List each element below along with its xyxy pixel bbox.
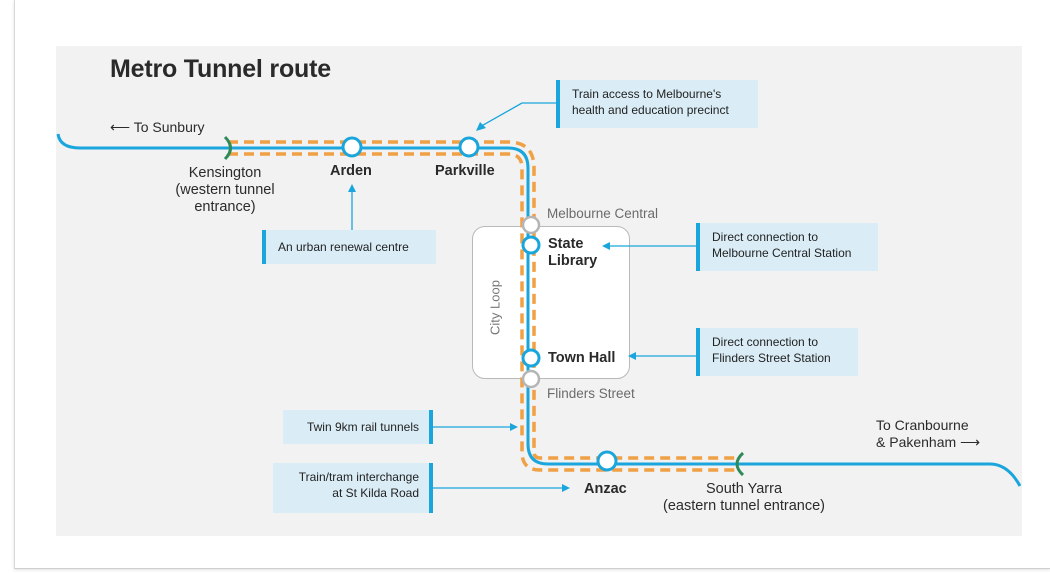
callout-town-hall-line1: Direct connection to [712,335,819,349]
to-cranbourne-line1: To Cranbourne [876,417,969,433]
callout-anzac: Train/tram interchange at St Kilda Road [273,463,433,513]
south-yarra-label: South Yarra (eastern tunnel entrance) [646,481,842,515]
arrow-town-hall [628,352,636,360]
tunnel-line-outer [228,140,740,460]
callout-town-hall: Direct connection to Flinders Street Sta… [696,328,858,376]
anzac-station-marker [596,450,618,472]
melbourne-central-station-marker [521,215,541,235]
state-library-line2: Library [548,253,598,269]
melbourne-central-label: Melbourne Central [547,206,659,221]
parkville-station-marker [458,136,480,158]
arrow-anzac [562,484,570,492]
south-yarra-name: South Yarra [705,481,783,497]
callout-arden-text: An urban renewal centre [278,240,409,254]
arrow-tunnels [510,423,518,431]
state-library-station-marker [521,235,541,255]
kensington-label: Kensington (western tunnel entrance) [160,165,290,216]
callout-town-hall-line2: Flinders Street Station [712,351,831,365]
state-library-label: State Library [548,236,597,270]
callout-arden: An urban renewal centre [262,230,436,264]
kensington-note-1: (western tunnel [175,182,275,198]
callout-tunnels-text: Twin 9km rail tunnels [306,420,419,434]
east-portal [735,451,745,477]
city-loop-box [472,226,630,379]
state-library-line1: State [548,236,584,252]
callout-parkville: Train access to Melbourne's health and e… [556,80,758,128]
callout-state-library: Direct connection to Melbourne Central S… [696,223,878,271]
arden-station-marker [341,136,363,158]
map-title: Metro Tunnel route [110,55,331,83]
callout-state-library-line1: Direct connection to [712,230,819,244]
town-hall-label: Town Hall [548,350,616,366]
town-hall-station-marker [521,348,541,368]
metro-line [56,133,1022,487]
callout-parkville-line1: Train access to Melbourne's [572,87,722,101]
callout-tunnels: Twin 9km rail tunnels [283,410,433,444]
connector-parkville-diag [477,102,523,129]
flinders-street-station-marker [521,369,541,389]
arrow-arden [348,184,356,192]
arrow-state-library [602,242,610,250]
to-cranbourne-line2: & Pakenham ⟶ [876,434,981,450]
anzac-label: Anzac [584,481,627,497]
south-yarra-note: (eastern tunnel entrance) [662,498,825,514]
kensington-name: Kensington [188,165,262,181]
tunnel-line-inner [228,152,740,472]
kensington-note-2: entrance) [194,199,256,215]
callout-anzac-line2: at St Kilda Road [332,486,419,500]
parkville-label: Parkville [435,163,495,179]
west-portal [223,135,232,161]
callout-parkville-line2: health and education precinct [572,103,729,117]
arden-label: Arden [330,163,372,179]
arrow-parkville [476,122,486,131]
to-sunbury-label: ⟵ To Sunbury [110,119,205,135]
to-cranbourne-label: To Cranbourne & Pakenham ⟶ [876,417,980,451]
flinders-street-label: Flinders Street [547,386,635,401]
callout-anzac-line1: Train/tram interchange [298,470,419,484]
callout-state-library-line2: Melbourne Central Station [712,246,852,260]
